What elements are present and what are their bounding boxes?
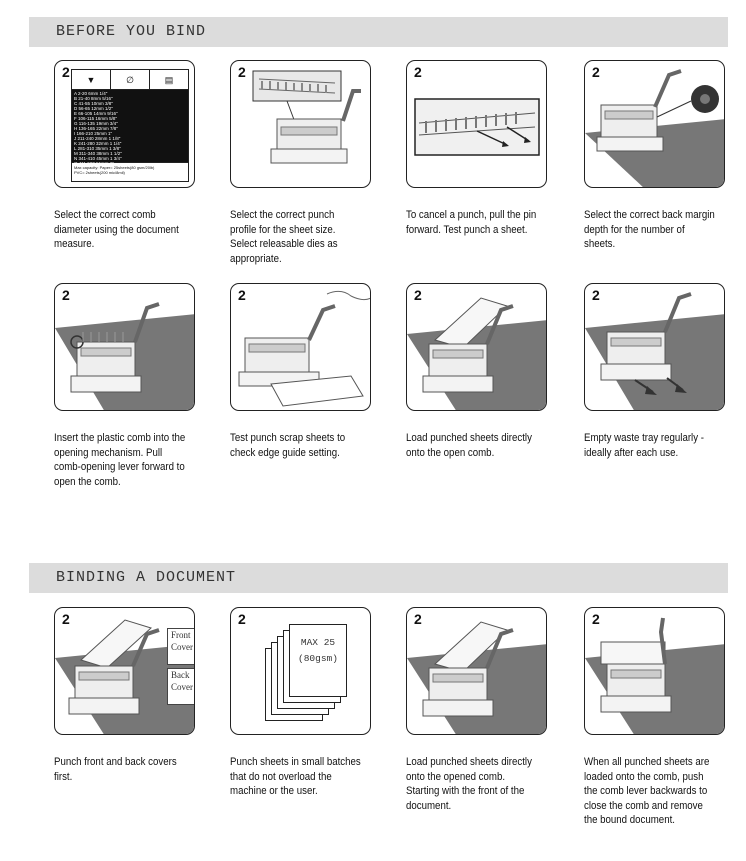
small-batches-card: MAX 25 (80gsm) 2 — [230, 607, 371, 735]
max-capacity-label: Max capacity: — [74, 165, 99, 170]
punch-machine-illustration — [252, 70, 361, 164]
diameter-icon: ∅ — [111, 70, 150, 89]
comb-table-row: H 136-165 22mm 7/8" — [74, 126, 118, 131]
punch-covers-illustration — [55, 619, 194, 734]
section-header-before-you-bind: BEFORE YOU BIND — [29, 17, 728, 47]
load-sheets-illustration — [407, 297, 546, 410]
test-punch-illustration — [238, 290, 370, 407]
caption-back-margin: Select the correct back margin depth for… — [584, 209, 715, 250]
insert-comb-card: 2 — [54, 283, 195, 411]
close-comb-card: 2 — [584, 607, 725, 735]
comb-table-row: N 341-410 45mm 1 3/4" — [74, 156, 122, 161]
close-comb-illustration — [585, 617, 724, 734]
empty-tray-illustration — [585, 292, 724, 410]
comb-icon: ▼ — [72, 70, 111, 89]
caption-cancel-punch: To cancel a punch, pull the pin forward.… — [406, 209, 537, 236]
caption-close-comb: When all punched sheets are loaded onto … — [584, 756, 710, 826]
insert-comb-illustration — [55, 302, 194, 410]
caption-load-sheets: Load punched sheets directly onto the op… — [406, 432, 532, 459]
comb-size-table: ▼ ∅ ▤ A 2-20 6mm 1/4"B 21-40 8mm 5/16"C … — [71, 69, 189, 182]
comb-table-row: D 56-65 12mm 1/2" — [74, 106, 113, 111]
comb-table-row: I 166-210 25mm 1" — [74, 131, 113, 136]
section-header-binding-a-document: BINDING A DOCUMENT — [29, 563, 728, 593]
back-cover-label: Back Cover — [167, 668, 194, 705]
caption-small-batches: Punch sheets in small batches that do no… — [230, 756, 361, 797]
pin-closeup-illustration — [414, 98, 540, 156]
capacity-paper: Paper= 25sheets(80 gsm/20lb) — [99, 165, 155, 170]
comb-table-row: C 41-55 10mm 3/8" — [74, 101, 113, 106]
back-margin-card: 2 — [584, 60, 725, 188]
capacity-pvc: PVC= 2sheets(200 mic/8mil) — [74, 170, 125, 175]
step-number: 2 — [238, 64, 246, 80]
test-punch-card: 2 — [230, 283, 371, 411]
cancel-punch-card: 2 — [406, 60, 547, 188]
step-number: 2 — [414, 611, 422, 627]
comb-table-row: J 211-240 28mm 1 1/8" — [74, 136, 121, 141]
caption-test-punch: Test punch scrap sheets to check edge gu… — [230, 432, 346, 459]
load-opened-card: 2 — [406, 607, 547, 735]
max-sheets-label: MAX 25 — [300, 637, 336, 648]
front-cover-label: Front Cover — [167, 628, 194, 665]
comb-table-row: K 241-280 32mm 1 1/4" — [74, 141, 122, 146]
paper-sheet — [289, 624, 347, 697]
comb-table-row: B 21-40 8mm 5/16" — [74, 96, 113, 101]
comb-table-row: A 2-20 6mm 1/4" — [74, 91, 108, 96]
comb-table-row: L 281-310 35mm 1 3/8" — [74, 146, 121, 151]
capacity-footer: Max capacity: Paper= 25sheets(80 gsm/20l… — [72, 162, 188, 181]
punch-profile-card: 2 — [230, 60, 371, 188]
empty-tray-card: 2 — [584, 283, 725, 411]
comb-diameter-card: 2 ▼ ∅ ▤ A 2-20 6mm 1/4"B 21-40 8mm 5/16"… — [54, 60, 195, 188]
step-number: 2 — [592, 287, 600, 303]
paper-weight-label: (80gsm) — [298, 653, 338, 664]
step-number: 2 — [62, 611, 70, 627]
comb-size-rows: A 2-20 6mm 1/4"B 21-40 8mm 5/16"C 41-55 … — [72, 90, 188, 166]
margin-dial-illustration — [585, 69, 724, 187]
step-number: 2 — [238, 287, 246, 303]
comb-table-row: M 311-340 38mm 1 1/2" — [74, 151, 122, 156]
load-opened-illustration — [407, 621, 546, 734]
comb-table-row: G 116-135 19mm 3/4" — [74, 121, 118, 126]
comb-table-row: O 411-500 51mm 2" — [74, 161, 115, 166]
caption-punch-profile: Select the correct punch profile for the… — [230, 209, 338, 265]
step-number: 2 — [592, 64, 600, 80]
comb-table-row: E 66-105 14mm 9/16" — [74, 111, 118, 116]
caption-empty-tray: Empty waste tray regularly - ideally aft… — [584, 432, 704, 459]
load-sheets-card: 2 — [406, 283, 547, 411]
step-number: 2 — [238, 611, 246, 627]
step-number: 2 — [62, 64, 70, 80]
step-number: 2 — [414, 64, 422, 80]
caption-load-opened: Load punched sheets directly onto the op… — [406, 756, 532, 812]
caption-comb-diameter: Select the correct comb diameter using t… — [54, 209, 179, 250]
caption-punch-covers: Punch front and back covers first. — [54, 756, 177, 783]
margin-icon: ▤ — [164, 75, 174, 85]
comb-table-row: F 106-115 16mm 5/8" — [74, 116, 118, 121]
caption-insert-comb: Insert the plastic comb into the opening… — [54, 432, 186, 488]
step-number: 2 — [592, 611, 600, 627]
step-number: 2 — [414, 287, 422, 303]
step-number: 2 — [62, 287, 70, 303]
punch-covers-card: Front Cover Back Cover 2 — [54, 607, 195, 735]
